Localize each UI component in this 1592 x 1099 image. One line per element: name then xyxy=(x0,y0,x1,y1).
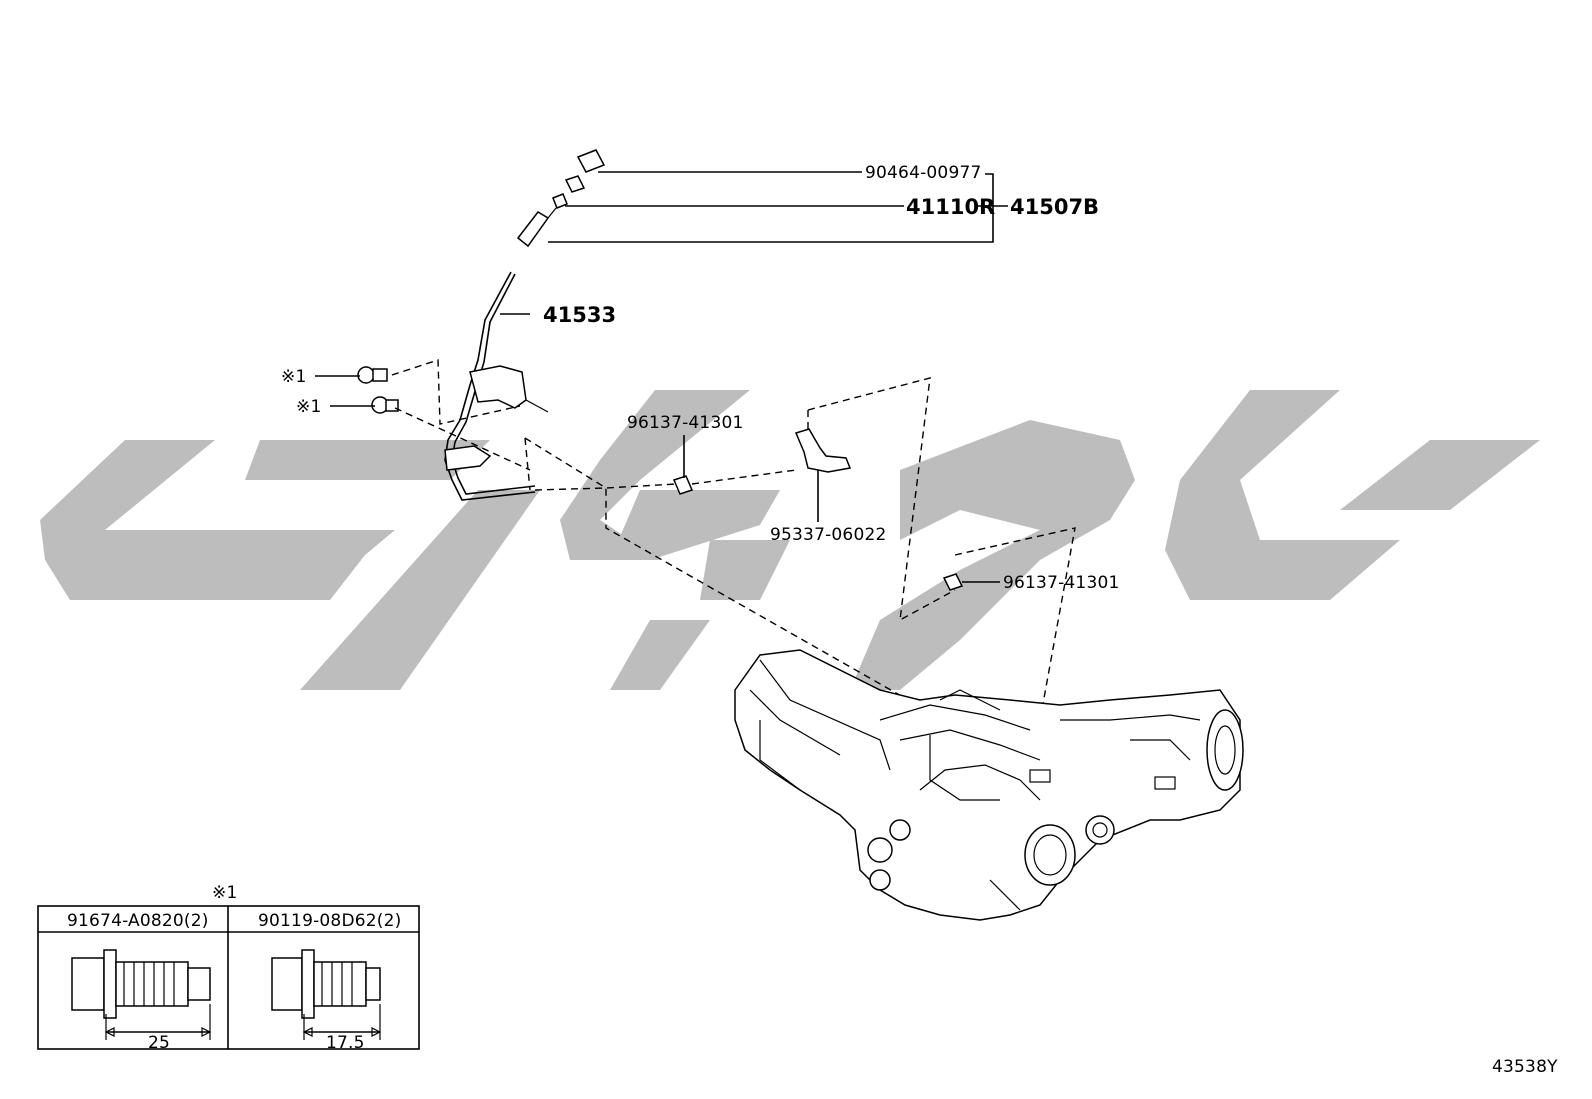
label-plug: 90464-00977 xyxy=(865,163,982,183)
dashed-guides xyxy=(391,359,1076,721)
label-bolt-mark-1: ※1 xyxy=(281,367,306,387)
clip-upper xyxy=(672,475,694,495)
watermark-logo xyxy=(40,390,1540,690)
table-part-1: 91674-A0820(2) xyxy=(67,911,209,931)
table-mark: ※1 xyxy=(212,883,237,903)
bolt-drawing-1: 25 xyxy=(71,949,212,1053)
label-tube: 41533 xyxy=(543,303,616,327)
label-hose: 95337-06022 xyxy=(770,525,887,545)
bolt-table: ※1 91674-A0820(2) 90119-08D62(2) 25 xyxy=(37,883,420,1053)
label-breather-plug: 41110R xyxy=(906,195,995,219)
label-clip-lower: 96137-41301 xyxy=(1003,573,1120,593)
diagram-code: 43538Y xyxy=(1492,1057,1558,1077)
label-clip-upper: 96137-41301 xyxy=(627,413,744,433)
label-bolt-mark-2: ※1 xyxy=(296,397,321,417)
bolt-lower xyxy=(371,396,399,414)
table-part-2: 90119-08D62(2) xyxy=(258,911,401,931)
bolt-upper xyxy=(357,366,388,384)
label-assembly: 41507B xyxy=(1010,195,1099,219)
leader-lines xyxy=(315,171,1008,583)
bolt-length-1: 25 xyxy=(148,1033,170,1053)
bolt-drawing-2: 17.5 xyxy=(271,949,382,1053)
clip-lower xyxy=(942,573,964,591)
differential-assembly xyxy=(734,649,1244,921)
breather-tube xyxy=(444,271,549,501)
breather-hose xyxy=(794,428,852,473)
bolt-length-2: 17.5 xyxy=(326,1033,365,1053)
breather-cap xyxy=(516,149,606,248)
